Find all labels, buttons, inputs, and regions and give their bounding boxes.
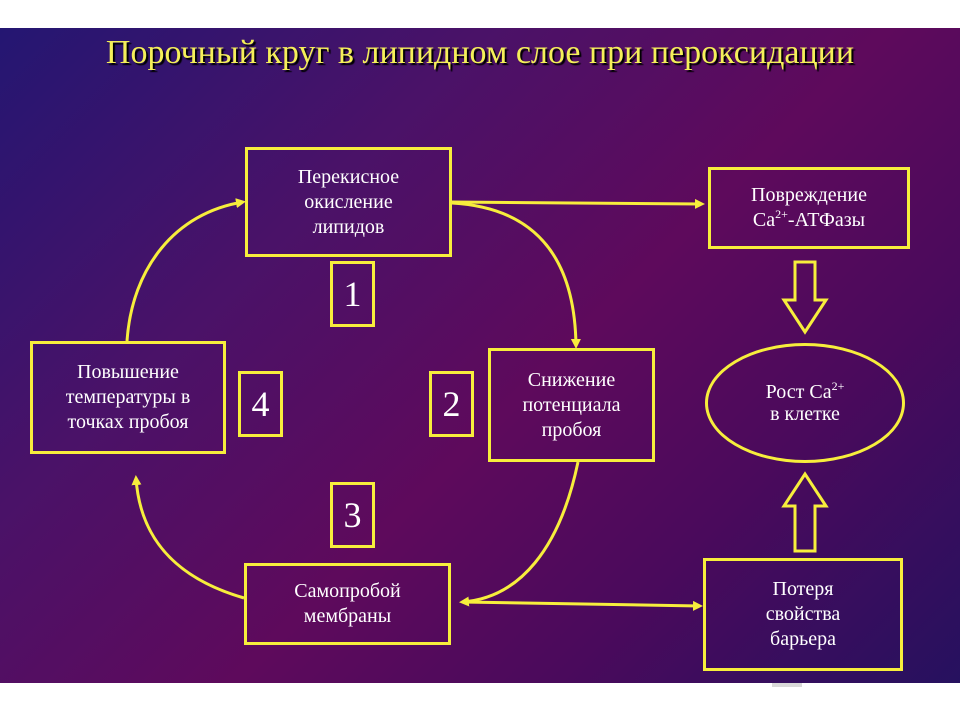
arrow-to-barrier — [461, 600, 703, 611]
slide-background: Порочный круг в липидном слое при перокс… — [0, 28, 960, 683]
step-number-4: 4 — [238, 371, 283, 437]
cycle-arrow-1 — [451, 201, 581, 349]
cycle-arrow-3 — [131, 475, 245, 600]
box-text-line: липидов — [312, 215, 385, 238]
box-text-line: температуры в — [65, 386, 191, 408]
ca-charge: 2+ — [775, 207, 788, 221]
box-text-line: мембраны — [303, 605, 392, 627]
box-text-line: Повышение — [77, 361, 179, 383]
step-number-2: 2 — [429, 371, 474, 437]
box-text-line: Ca2+-АТФазы — [751, 208, 867, 233]
box-text-line: Потеря — [772, 578, 834, 600]
ellipse-prefix: Рост Ca — [765, 381, 832, 403]
step-number-1: 1 — [330, 261, 375, 327]
box-temperature-increase: Повышение температуры в точках пробоя — [30, 341, 226, 454]
flow-arrows — [125, 198, 829, 611]
cycle-arrow-2 — [459, 461, 580, 607]
slide-title: Порочный круг в липидном слое при перокс… — [105, 34, 855, 71]
cycle-arrow-4 — [125, 198, 246, 342]
arrow-to-atpase — [451, 198, 705, 209]
ellipse-text-line: Рост Ca2+ — [765, 379, 845, 403]
hollow-arrow-down — [781, 260, 829, 335]
ellipse-text-line: в клетке — [770, 403, 840, 425]
box-text-line: пробоя — [541, 418, 602, 441]
box-lipid-peroxidation: Перекисное окисление липидов — [245, 147, 452, 257]
hollow-arrow-up — [781, 471, 829, 553]
ellipse-charge: 2+ — [831, 379, 845, 393]
ellipse-calcium-rise: Рост Ca2+ в клетке — [705, 343, 905, 463]
box-text-line: Перекисное — [297, 165, 400, 188]
box-text-line: Снижение — [527, 368, 616, 391]
box-text-line: точках пробоя — [67, 411, 189, 433]
box-atpase-damage: Повреждение Ca2+-АТФазы — [708, 167, 910, 249]
box-membrane-selfbreakdown: Самопробой мембраны — [244, 563, 451, 645]
box-text-line: свойства — [765, 603, 841, 625]
box-text-line: потенциала — [522, 393, 621, 416]
box-breakdown-potential: Снижение потенциала пробоя — [488, 348, 655, 462]
ca-symbol: Ca — [752, 209, 776, 231]
box-text-line: Самопробой — [294, 580, 401, 602]
box-text-line: барьера — [770, 628, 836, 650]
box-text-line: окисление — [304, 190, 393, 213]
box-barrier-loss: Потеря свойства барьера — [703, 558, 903, 671]
step-number-3: 3 — [330, 482, 375, 548]
atpase-suffix: -АТФазы — [787, 209, 866, 231]
box-text-line: Повреждение — [751, 184, 867, 206]
bottom-divider — [772, 683, 802, 687]
